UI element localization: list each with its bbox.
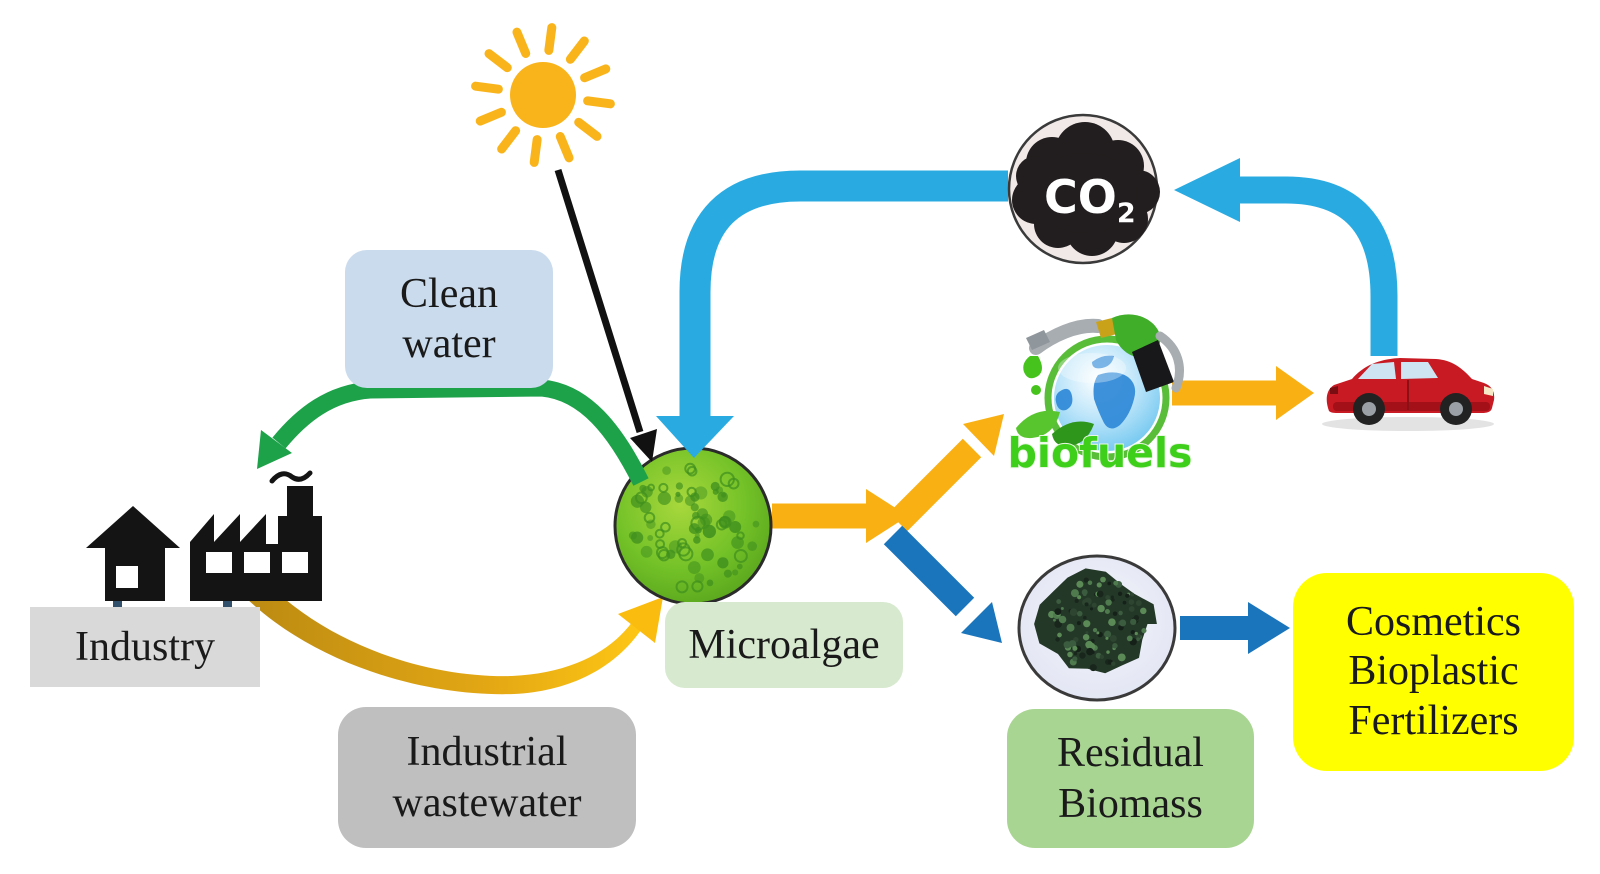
arrow-sun-to-microalgae	[554, 168, 657, 462]
sun-icon	[471, 23, 615, 167]
products-line2: Bioplastic	[1348, 648, 1519, 695]
arrow-co2-to-microalgae-head	[656, 416, 734, 458]
residual-line1: Residual	[1057, 730, 1204, 777]
residual-biomass-box: Residual Biomass	[1007, 709, 1254, 848]
industry-label: Industry	[30, 607, 260, 687]
biomass-plate-icon	[1017, 554, 1177, 702]
clean-water-box: Clean water	[345, 250, 553, 388]
co2-label: CO	[1044, 170, 1117, 224]
car-icon	[1322, 358, 1495, 431]
svg-text:CO2: CO2	[1044, 170, 1136, 229]
microalgae-culture-icon	[613, 446, 773, 606]
arrow-biomass-to-products	[1180, 602, 1290, 654]
wastewater-line2: wastewater	[392, 779, 582, 826]
biofuels-label: biofuels	[1008, 429, 1193, 477]
biofuel-pump-globe-icon: biofuels	[1007, 314, 1193, 478]
products-line3: Fertilizers	[1348, 697, 1519, 744]
arrow-car-to-co2	[1174, 158, 1398, 356]
arrow-microalgae-to-industry	[257, 379, 649, 486]
co2-subscript: 2	[1117, 198, 1136, 229]
factory-icon	[86, 470, 322, 607]
microalgae-text: Microalgae	[688, 621, 880, 668]
arrow-to-biofuels	[888, 414, 1004, 532]
arrow-co2-to-microalgae	[679, 170, 1008, 420]
arrow-microalgae-out	[772, 489, 908, 543]
products-line1: Cosmetics	[1346, 598, 1521, 645]
co2-cloud-icon: CO2	[1007, 113, 1160, 265]
clean-water-line1: Clean	[400, 270, 498, 317]
arrow-to-biomass	[883, 525, 1002, 643]
industry-text: Industry	[75, 623, 215, 670]
wastewater-line1: Industrial	[406, 729, 568, 776]
industrial-wastewater-box: Industrial wastewater	[338, 707, 636, 848]
arrow-biofuels-to-car	[1172, 366, 1314, 420]
microalgae-label: Microalgae	[665, 602, 903, 688]
clean-water-line2: water	[402, 321, 496, 367]
residual-line2: Biomass	[1058, 780, 1203, 827]
products-box: Cosmetics Bioplastic Fertilizers	[1293, 573, 1574, 771]
arrow-industry-to-microalgae	[244, 582, 663, 695]
